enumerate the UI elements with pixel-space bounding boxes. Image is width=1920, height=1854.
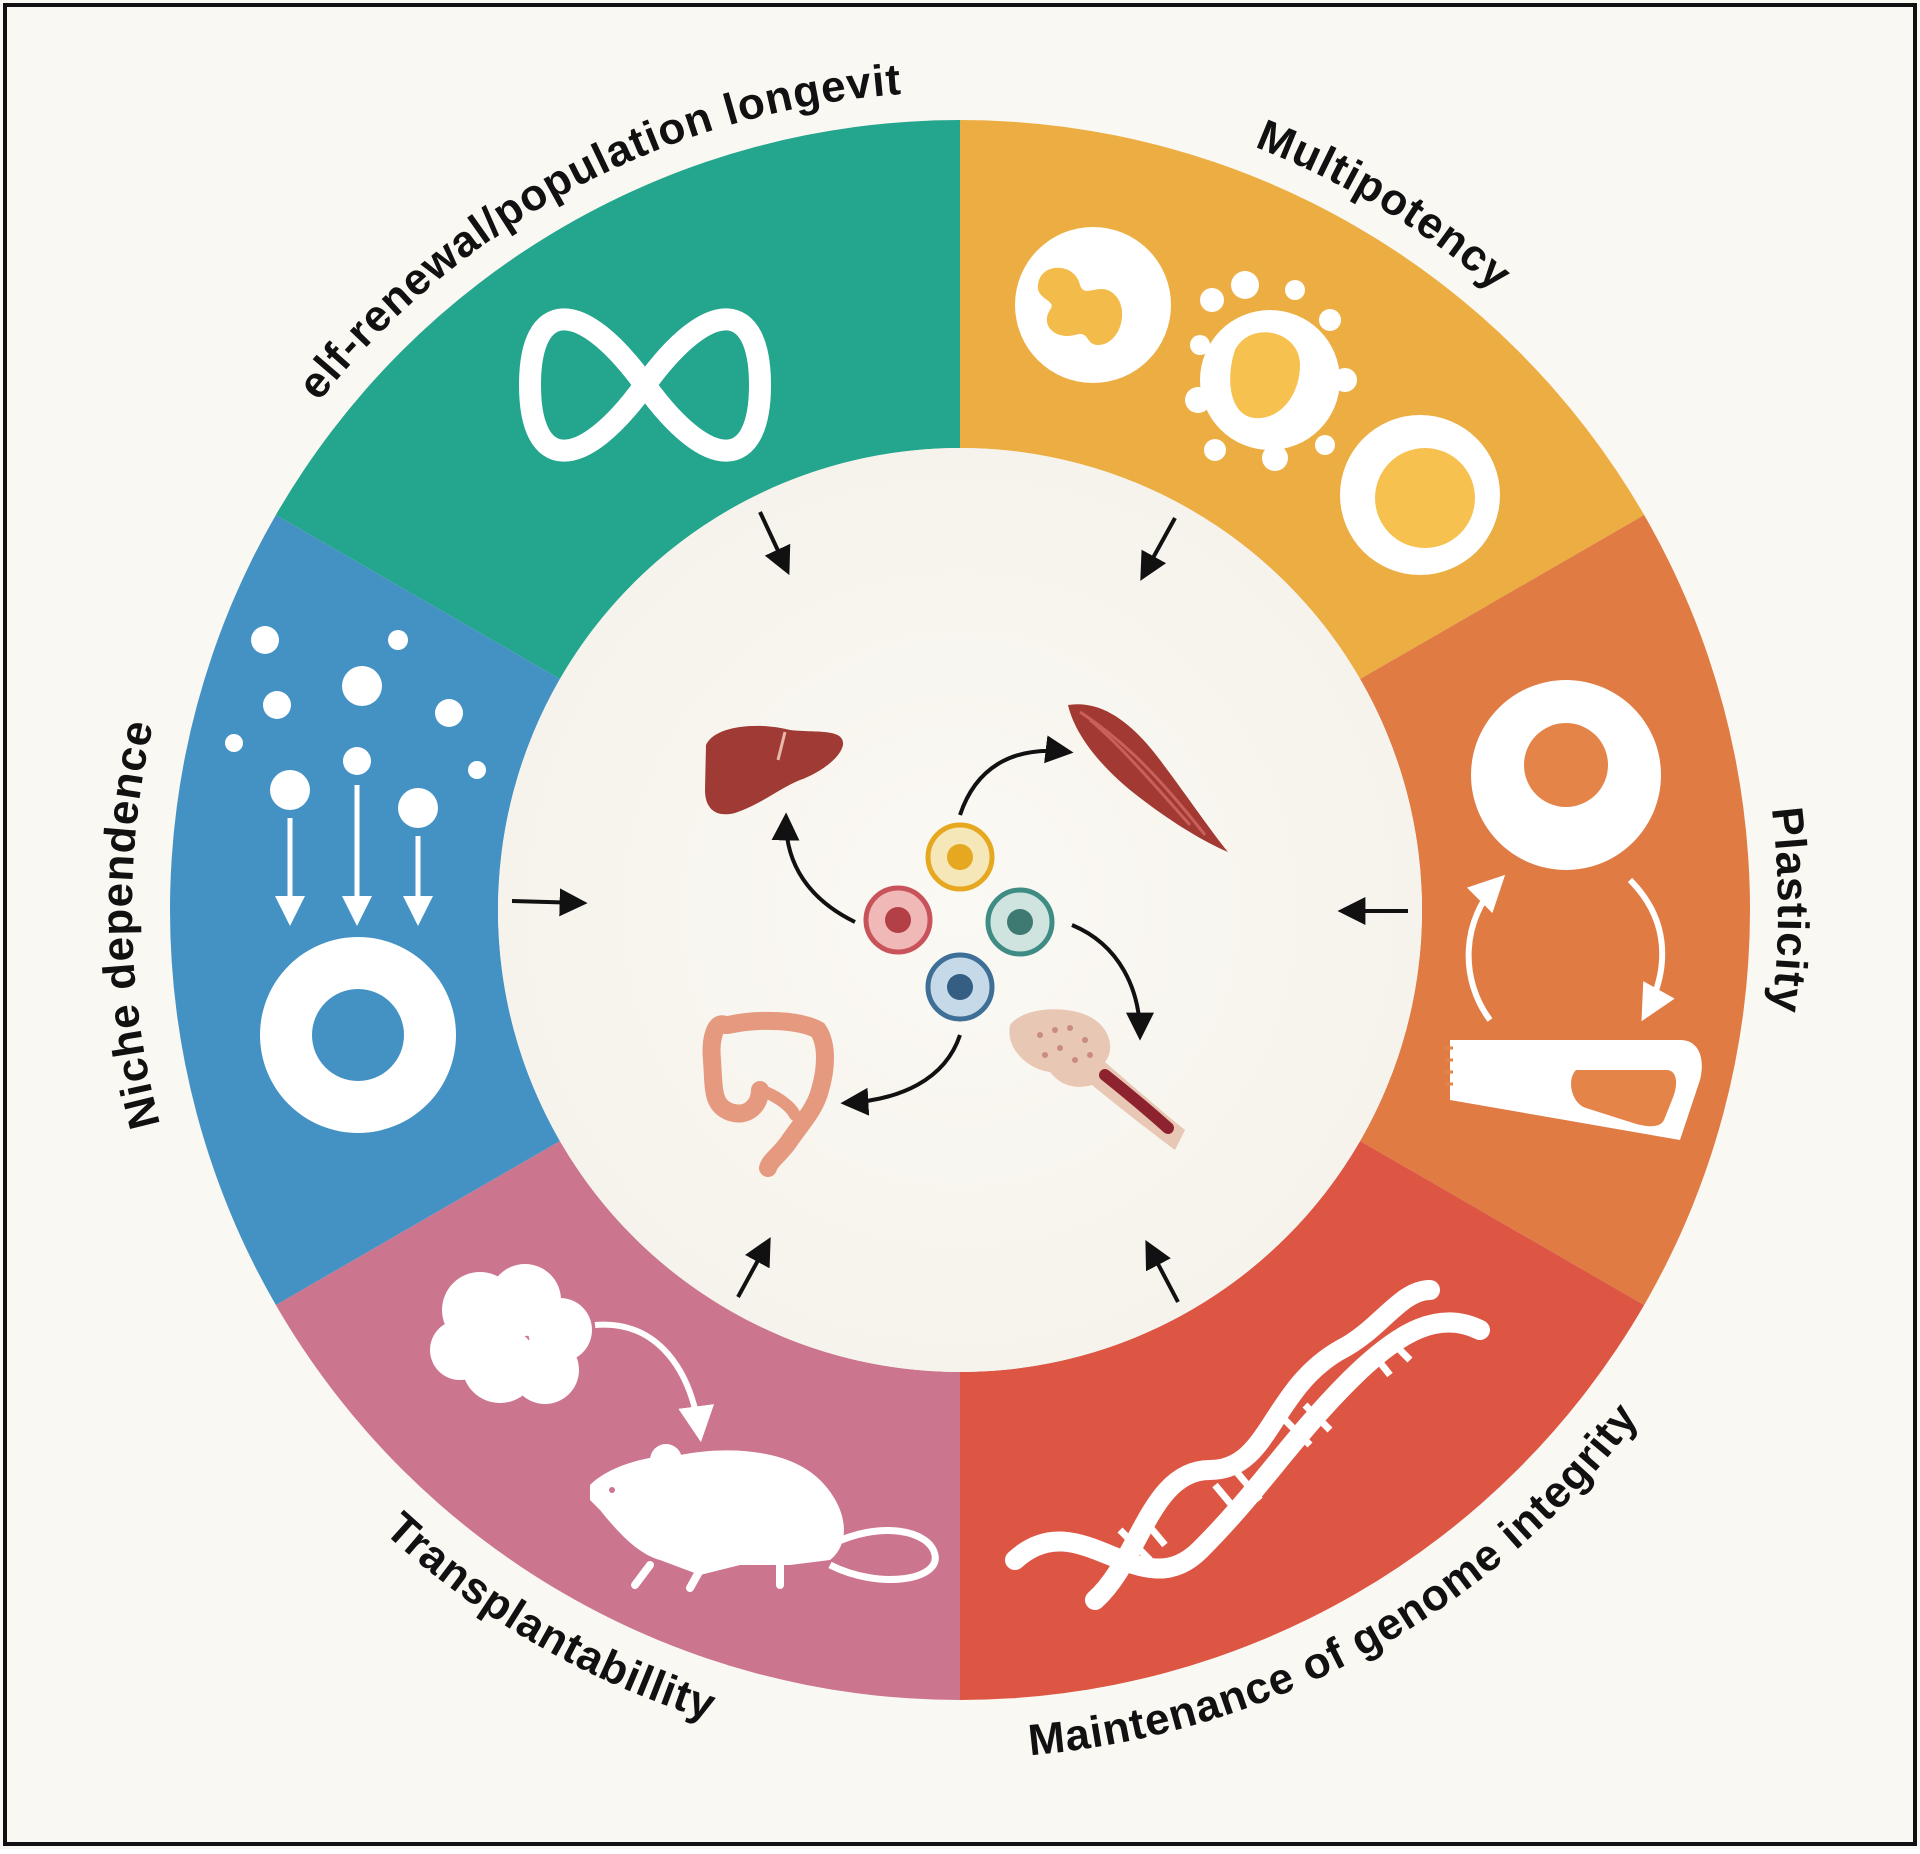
arrow-genome [1145, 1240, 1180, 1303]
arrow-multipotency [1140, 517, 1177, 581]
blood-cells-icon [1015, 227, 1500, 575]
arrow-self-renewal [758, 511, 791, 576]
segment-self-renewal [275, 120, 960, 679]
colon-icon [702, 1011, 834, 1177]
frame [3, 3, 1917, 1846]
arrow-niche [511, 888, 588, 917]
cell-transition-icon [1445, 680, 1702, 1140]
stem-cell-red [863, 885, 933, 955]
dna-helix-icon [1005, 1280, 1490, 1610]
niche-signal-icon [225, 626, 486, 1133]
differentiation-arrows [771, 735, 1154, 1116]
mouse-transplant-icon [430, 1264, 939, 1592]
organs [702, 704, 1228, 1177]
liver-icon [705, 725, 844, 815]
infinity-icon [519, 308, 771, 462]
bone-icon [1009, 1009, 1185, 1150]
label-plasticity: Plasticity [1762, 804, 1817, 1015]
center-disc [498, 448, 1422, 1372]
muscle-icon [1068, 704, 1228, 852]
stem-cell-gold [925, 822, 995, 892]
stem-cells [863, 822, 1055, 1022]
stem-cell-teal [985, 887, 1055, 957]
stem-cell-blue [925, 952, 995, 1022]
inward-arrows [511, 511, 1408, 1303]
arrow-transplant [736, 1237, 771, 1298]
